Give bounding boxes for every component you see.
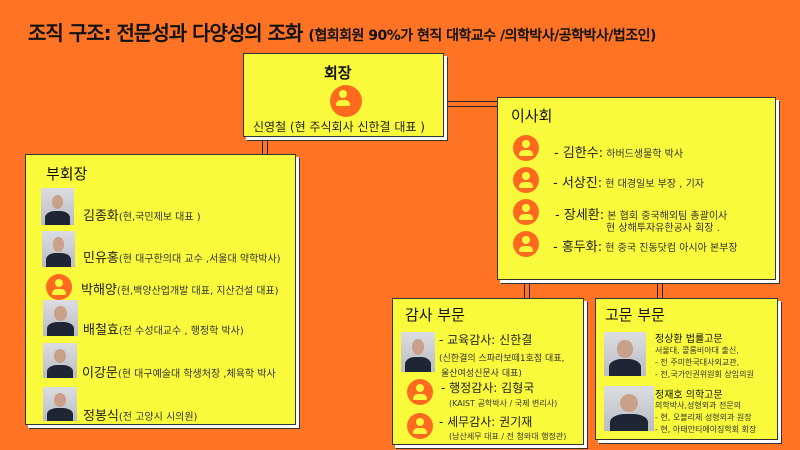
title-sub: (협회회원 90%가 현직 대학교수 /의학박사/공학박사/법조인) bbox=[308, 28, 656, 44]
member-photo bbox=[401, 332, 435, 372]
vice-member: 박해양(현,백양산업개발 대표, 지산건설 대표) bbox=[81, 283, 279, 298]
advisor-line: - 전,국가인권위원회 상임의원 bbox=[655, 370, 754, 379]
chairman-box: 회장 신영철 (현 주식회사 신한결 대표 ) bbox=[243, 53, 444, 137]
vice-member: 김종화(현,국민제보 대표 ) bbox=[83, 209, 201, 224]
vice-member: 배철효(전 수성대교수 , 행정학 박사) bbox=[83, 323, 244, 338]
advisor-box: 고문 부문 정상환 법률고문 서울대, 콜롬비아대 출신, - 전 주미한국대사… bbox=[595, 298, 778, 440]
connector-chair-board bbox=[447, 101, 499, 107]
connector-board-advisor bbox=[657, 281, 663, 299]
user-avatar-icon bbox=[407, 413, 433, 439]
advisor-line: - 현, 아태안티에이징학회 회장 bbox=[655, 425, 757, 434]
connector-chair-vice bbox=[262, 137, 268, 155]
member-photo bbox=[41, 188, 74, 225]
title-main: 조직 구조: 전문성과 다양성의 조화 bbox=[28, 21, 303, 45]
page-title: 조직 구조: 전문성과 다양성의 조화 (협회회원 90%가 현직 대학교수 /… bbox=[28, 17, 656, 46]
vice-member: 정봉식(전 고양시 시의원) bbox=[83, 409, 198, 424]
advisor-line: - 현, 오블리제 성형외과 원장 bbox=[655, 413, 752, 422]
board-heading: 이사회 bbox=[511, 107, 553, 125]
user-avatar-icon bbox=[407, 379, 433, 405]
user-avatar-icon bbox=[330, 85, 362, 117]
advisor-member-name: 정재호 의학고문 bbox=[655, 390, 723, 401]
advisor-line: 의학박사,성형외과 전문의 bbox=[655, 401, 742, 410]
board-member: - 김한수: 하버드생물학 박사 bbox=[554, 146, 684, 161]
audit-member-desc: (신한결의 스파라보떼1호점 대표, bbox=[439, 354, 565, 364]
member-photo bbox=[43, 300, 78, 336]
board-member: - 장세환: 본 협회 중국해외팀 총괄이사 bbox=[555, 208, 728, 223]
board-member: - 홍두화: 현 중국 진동닷컴 아시아 본부장 bbox=[553, 240, 738, 255]
audit-member-desc2: 울산여성신문사 대표) bbox=[441, 369, 522, 379]
chairman-heading: 회장 bbox=[324, 64, 352, 82]
vice-member: 민유홍(현 대구한의대 교수 ,서울대 약학박사) bbox=[83, 251, 281, 266]
member-photo bbox=[604, 332, 646, 376]
vice-chairman-box: 부회장 김종화(현,국민제보 대표 ) 민유홍(현 대구한의대 교수 ,서울대 … bbox=[25, 154, 296, 425]
member-photo bbox=[43, 343, 77, 378]
audit-member-desc: (남산세무 대표 / 전 청와대 행정관) bbox=[449, 432, 567, 441]
connector-board-audit bbox=[524, 281, 530, 299]
advisor-line: 서울대, 콜롬비아대 출신, bbox=[655, 346, 739, 355]
board-box: 이사회 - 김한수: 하버드생물학 박사 - 서상진: 현 대경일보 부장 , … bbox=[497, 97, 776, 280]
board-member: - 서상진: 현 대경일보 부장 , 기자 bbox=[553, 176, 704, 191]
user-avatar-icon bbox=[513, 199, 539, 225]
audit-member-desc: (KAIST 공학박사 / 국제 변리사) bbox=[449, 399, 558, 408]
member-photo bbox=[42, 231, 75, 267]
user-avatar-icon bbox=[513, 231, 539, 257]
user-avatar-icon bbox=[46, 274, 72, 300]
audit-member-name: - 교육감사: 신한결 bbox=[439, 333, 533, 347]
audit-heading: 감사 부문 bbox=[405, 306, 465, 324]
vice-heading: 부회장 bbox=[46, 165, 88, 183]
member-photo bbox=[604, 386, 654, 431]
advisor-member-name: 정상환 법률고문 bbox=[655, 334, 723, 345]
chairman-name: 신영철 (현 주식회사 신한결 대표 ) bbox=[253, 120, 425, 134]
advisor-heading: 고문 부문 bbox=[605, 306, 665, 324]
audit-box: 감사 부문 - 교육감사: 신한결 (신한결의 스파라보떼1호점 대표, 울산여… bbox=[392, 298, 584, 445]
audit-member-name: - 세무감사: 권기재 bbox=[439, 415, 533, 429]
audit-member-name: - 행정감사: 김형국 bbox=[441, 381, 535, 395]
vice-member: 이강문(현 대구예술대 학생처장 ,체육학 박사 bbox=[82, 366, 276, 381]
board-member-desc2: 현 상해투자유한공사 회장 . bbox=[606, 223, 720, 234]
user-avatar-icon bbox=[513, 167, 539, 193]
member-photo bbox=[43, 387, 77, 421]
advisor-line: - 전 주미한국대사외교관, bbox=[655, 358, 740, 367]
user-avatar-icon bbox=[513, 135, 539, 161]
